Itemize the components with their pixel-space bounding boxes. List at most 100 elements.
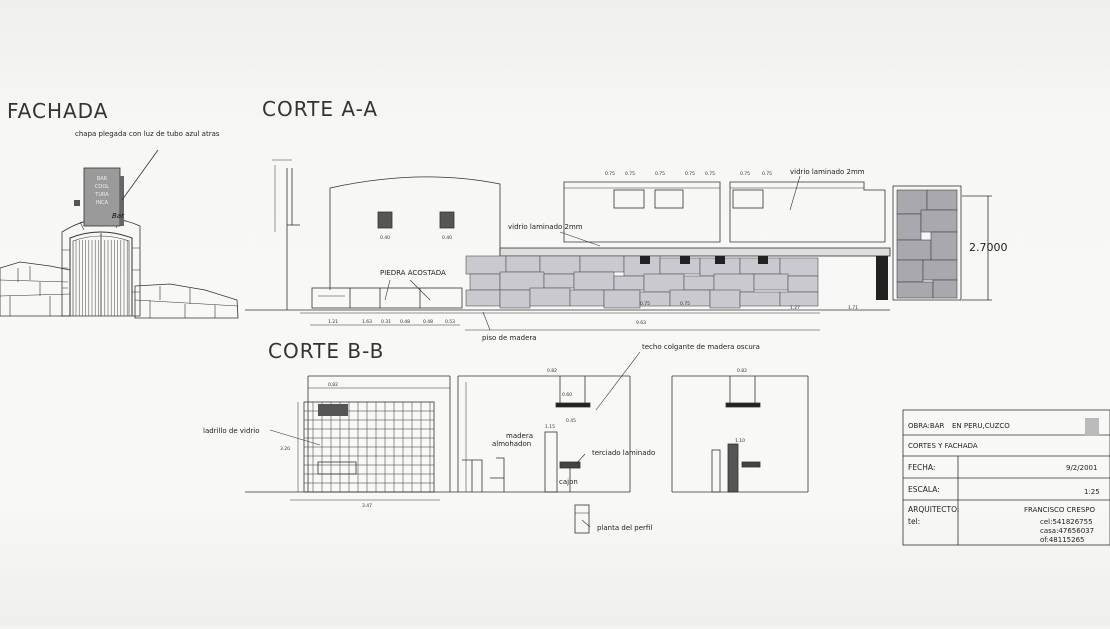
dim-127: 1.27 (790, 305, 800, 311)
glass-brick-wall (303, 401, 435, 493)
dim-075-e: 0.75 (705, 171, 715, 177)
stone-block (787, 275, 819, 293)
dim-320: 3.20 (280, 446, 290, 452)
door-bars (75, 240, 128, 316)
stone-block (573, 271, 615, 291)
stone-block (643, 273, 685, 293)
dim-115: 1.15 (545, 424, 555, 430)
note-techo-colgante: techo colgante de madera oscura (642, 343, 760, 351)
corte-aa-section (245, 159, 992, 331)
dim-110: 1.10 (735, 438, 745, 444)
tb-escala-label: ESCALA: (908, 485, 940, 494)
corte-bb-window (318, 404, 348, 416)
column-stone (896, 213, 922, 241)
dim-075-f: 0.75 (740, 171, 750, 177)
stone-block (465, 255, 507, 275)
tb-arquitecto-name: FRANCISCO CRESPO (1024, 506, 1095, 514)
stone-block (543, 273, 575, 289)
dim-082-a: 0.82 (328, 382, 338, 388)
title-corte-aa: CORTE A-A (262, 97, 378, 121)
sign-line-4: INCA (96, 200, 109, 206)
dim-963: 9.63 (636, 320, 646, 326)
dim-040-b: 0.40 (442, 235, 452, 241)
tb-obra-label: OBRA:BAR (908, 422, 945, 430)
title-fachada: FACHADA (7, 99, 108, 123)
dim-045: 0.45 (566, 418, 576, 424)
dim-082-b: 0.82 (547, 368, 557, 374)
stone-block (779, 257, 819, 277)
stone-block (713, 273, 755, 293)
tb-obra-value: EN PERU,CUZCO (952, 422, 1010, 430)
dim-082-c: 0.82 (737, 368, 747, 374)
tb-tel-label: tel: (908, 517, 920, 526)
tb-escala-value: 1:25 (1084, 488, 1100, 496)
dim-075-a: 0.75 (605, 171, 615, 177)
dim-060: 0.60 (562, 392, 572, 398)
dim-053: 0.53 (445, 319, 455, 325)
column-stone (922, 259, 958, 281)
stone-block (499, 289, 531, 309)
dim-171: 1.71 (848, 305, 858, 311)
tb-cel: cel:541826755 (1040, 518, 1093, 526)
dim-075-b: 0.75 (625, 171, 635, 177)
dim-031: 0.31 (381, 319, 391, 325)
stone-block (683, 275, 715, 291)
dim-075-h: 0.75 (640, 301, 650, 307)
corte-aa-dims: 0.75 0.75 0.75 0.75 0.75 0.75 0.75 0.40 … (328, 171, 858, 326)
note-cajon: cajon (559, 478, 578, 486)
column-stone (896, 239, 932, 261)
note-vidrio-1: vidrio laminado 2mm (508, 223, 583, 231)
column-stone (896, 259, 924, 283)
sign-script: Bar (112, 212, 125, 220)
stone-block (529, 287, 571, 307)
stone-block (579, 255, 625, 273)
tb-subject: CORTES Y FACHADA (908, 442, 978, 450)
note-almohadon: almohadon (492, 440, 531, 448)
bar-sign: BAR COOL TURA INCA Bar (74, 167, 125, 227)
dim-121: 1.21 (328, 319, 338, 325)
tb-arquitecto-label: ARQUITECTO: (908, 505, 959, 514)
note-terciado: terciado laminado (592, 449, 655, 457)
bar-posts (640, 256, 888, 300)
dim-163: 1.63 (362, 319, 372, 325)
stone-block (469, 273, 501, 291)
tb-casa: casa:47656037 (1040, 527, 1094, 535)
tb-fecha-value: 9/2/2001 (1066, 464, 1097, 472)
sign-line-1: BAR (97, 176, 108, 182)
dim-048-b: 0.48 (423, 319, 433, 325)
note-piedra-acostada: PIEDRA ACOSTADA (380, 269, 446, 277)
dim-048-a: 0.48 (400, 319, 410, 325)
column-stone (932, 279, 958, 299)
dim-height-2700: 2.7000 (969, 241, 1008, 254)
sign-line-2: COOL (95, 184, 109, 190)
sign-line-3: TURA (94, 192, 109, 198)
stone-block (753, 273, 789, 291)
stone-block (465, 289, 501, 307)
title-block (902, 409, 1110, 546)
note-vidrio-2: vidrio laminado 2mm (790, 168, 865, 176)
stone-block (709, 289, 741, 309)
stone-block (603, 289, 641, 309)
dim-075-d: 0.75 (685, 171, 695, 177)
stone-block (499, 271, 545, 291)
note-planta-perfil: planta del perfil (597, 524, 652, 532)
column-stone (926, 189, 958, 211)
fachada-elevation (0, 216, 239, 319)
title-corte-bb: CORTE B-B (268, 339, 384, 363)
bar-stone-wall (465, 255, 819, 309)
column-stone (930, 231, 958, 261)
note-chapa: chapa plegada con luz de tubo azul atras (75, 130, 220, 138)
stone-block (539, 255, 581, 275)
column-stone (896, 281, 934, 299)
tb-of: of:48115265 (1040, 536, 1085, 544)
note-ladrillo-vidrio: ladrillo de vidrio (203, 427, 260, 435)
dim-040-a: 0.40 (380, 235, 390, 241)
stone-block (613, 275, 645, 291)
stone-block (505, 255, 541, 273)
stone-column (896, 189, 958, 299)
corte-bb-dims: 0.82 0.82 0.82 3.47 3.20 1.15 0.45 1.10 … (280, 368, 747, 509)
dim-347: 3.47 (362, 503, 372, 509)
tb-fecha-label: FECHA: (908, 463, 935, 472)
